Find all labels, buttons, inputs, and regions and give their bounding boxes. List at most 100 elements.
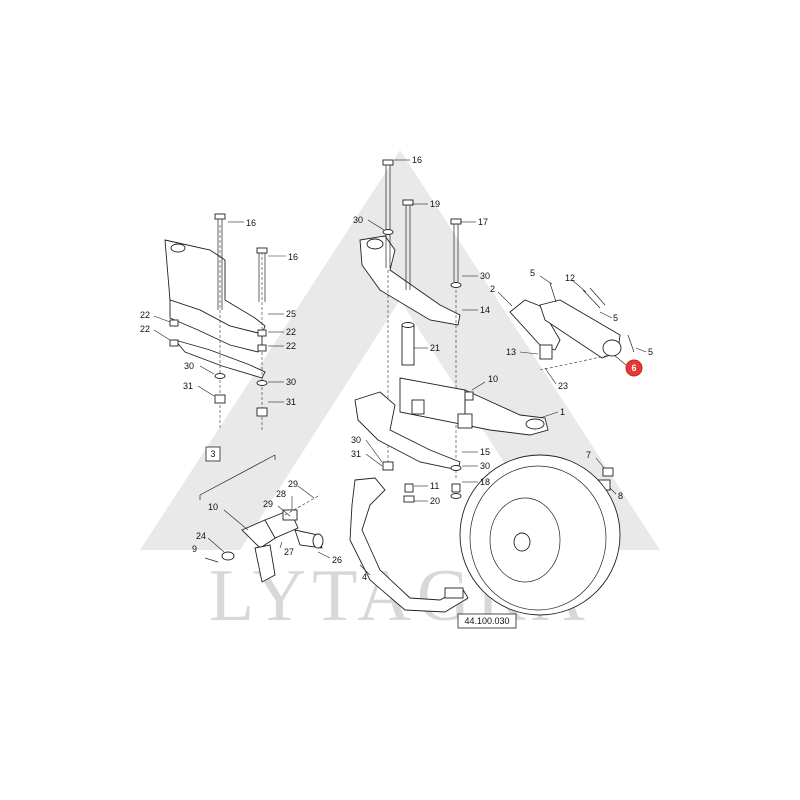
cylinder-end <box>602 339 622 357</box>
callout-label: 12 <box>565 273 575 283</box>
nut-7 <box>602 467 614 477</box>
nut-22a <box>169 319 179 327</box>
elbow-fitting <box>254 544 276 583</box>
spacer-21 <box>401 324 415 366</box>
bolt-19-head <box>402 199 414 206</box>
leader-24 <box>207 537 225 553</box>
callout-label: 10 <box>488 374 498 384</box>
leader-22b <box>153 329 171 341</box>
nut-11 <box>404 483 414 493</box>
callout-label: 29 <box>263 499 273 509</box>
leader-5b <box>599 311 613 319</box>
callout-label: 20 <box>430 496 440 506</box>
callout-label: 2 <box>490 284 495 294</box>
center-lower-assembly <box>354 377 549 503</box>
leader-31a <box>197 385 215 397</box>
callout-label: 30 <box>480 461 490 471</box>
adapter-28 <box>282 509 298 521</box>
highlight-label: 6 <box>631 363 636 373</box>
leader-5a <box>539 275 553 285</box>
left-bracket-assembly <box>164 213 268 430</box>
nut-18 <box>451 483 461 493</box>
callout-label: 22 <box>286 327 296 337</box>
leader-27 <box>279 541 283 549</box>
nut-31c <box>382 461 394 471</box>
nut-22c <box>257 329 267 337</box>
pin-12b <box>589 287 606 306</box>
screw-9 <box>204 557 219 563</box>
callout-label: 30 <box>184 361 194 371</box>
callout-label: 16 <box>288 252 298 262</box>
callout-label: 29 <box>288 479 298 489</box>
wheel-hub-ring <box>489 497 561 583</box>
callout-label: 7 <box>586 450 591 460</box>
reference-box-frame <box>457 613 517 629</box>
leader-26 <box>317 551 331 559</box>
callout-label: 28 <box>276 489 286 499</box>
leader-29a <box>297 485 315 499</box>
callout-label: 31 <box>351 449 361 459</box>
callout-label: 21 <box>430 343 440 353</box>
callout-label: 14 <box>480 305 490 315</box>
washer-20 <box>403 495 415 503</box>
callout-label: 15 <box>480 447 490 457</box>
left-bracket-hole <box>170 243 186 253</box>
highlight-leader <box>613 354 627 366</box>
spacer-21-top <box>401 322 415 328</box>
washer-24 <box>221 551 235 561</box>
group-axis <box>284 494 321 516</box>
washer-30a <box>382 229 394 235</box>
callout-label: 26 <box>332 555 342 565</box>
nut-31a <box>214 394 226 404</box>
callout-label: 30 <box>480 271 490 281</box>
leader-30a <box>367 219 385 231</box>
reference-box[interactable]: 44.100.030 <box>457 613 517 629</box>
callout-label: 4 <box>362 572 367 582</box>
leader-2 <box>497 291 513 307</box>
wheel-assembly <box>459 454 621 616</box>
wheel-rim-outline <box>469 465 607 611</box>
group-bracket-line <box>199 454 276 496</box>
highlight-marker[interactable]: 6 <box>613 354 643 377</box>
leader-30e <box>365 439 383 463</box>
grease-nipple-10 <box>464 391 474 401</box>
callout-label: 30 <box>351 435 361 445</box>
callout-label: 23 <box>558 381 568 391</box>
pin-5a <box>549 282 557 303</box>
washer-18b <box>450 493 462 499</box>
callout-label: 1 <box>560 407 565 417</box>
washer-30d <box>256 380 268 386</box>
leader-10b <box>223 509 249 531</box>
leader-5c <box>635 347 647 353</box>
highlight-circle <box>625 359 643 377</box>
nut-22b <box>169 339 179 347</box>
fitting-b <box>457 413 473 429</box>
group-3-assembly <box>199 454 324 583</box>
nut-22d <box>257 344 267 352</box>
callout-label: 16 <box>246 218 256 228</box>
callout-label: 22 <box>140 324 150 334</box>
left-bottom-plate <box>173 339 266 379</box>
callout-labels: 16 16 16 30 19 17 30 14 21 10 1 5 12 2 5… <box>140 155 653 582</box>
leg-assembly <box>349 477 469 613</box>
hose-26-end <box>312 533 324 549</box>
callout-label: 30 <box>286 377 296 387</box>
bolt-16c-head <box>382 159 394 166</box>
wheel-hub <box>513 532 531 552</box>
wheel-tire <box>459 454 621 616</box>
reference-box-text: 44.100.030 <box>464 616 509 626</box>
washer-30b <box>450 282 462 288</box>
callout-label: 5 <box>530 268 535 278</box>
callout-label: 8 <box>618 491 623 501</box>
bolt-17-head <box>450 218 462 225</box>
group-box-text: 3 <box>210 449 215 459</box>
leader-10a <box>471 381 486 391</box>
main-frame-hole <box>525 418 545 430</box>
group-box[interactable]: 3 <box>205 446 221 462</box>
callout-label: 5 <box>613 313 618 323</box>
cylinder-axis <box>539 354 611 371</box>
washer-30f <box>450 465 462 471</box>
group-box-frame <box>205 446 221 462</box>
bolt-16a-head <box>214 213 226 220</box>
